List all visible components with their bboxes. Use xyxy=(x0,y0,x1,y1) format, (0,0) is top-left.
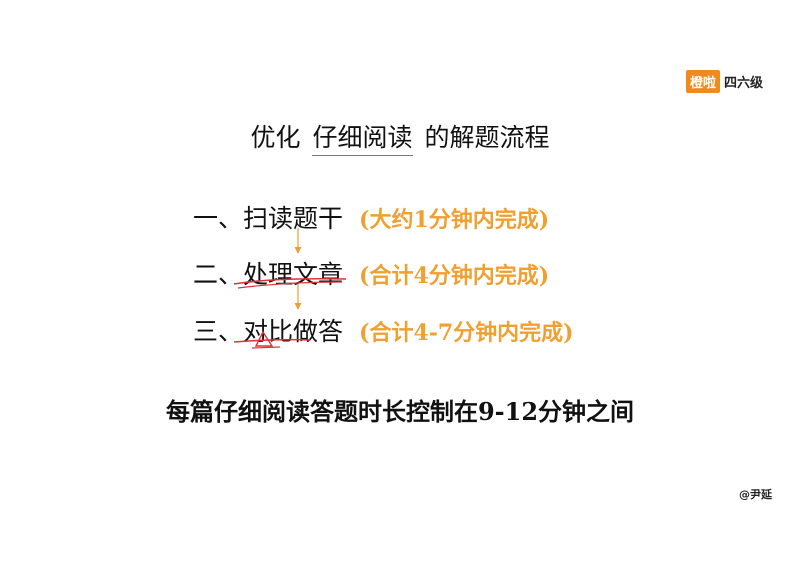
logo-badge: 橙啦 xyxy=(686,70,721,93)
author-watermark: @尹延 xyxy=(739,488,772,501)
step-time: (大约1分钟内完成) xyxy=(359,207,550,233)
step-scan-questions: 一、 扫读题干 (大约1分钟内完成) xyxy=(193,199,549,235)
red-triangle-scribble xyxy=(233,330,311,349)
step-number: 一、 xyxy=(193,204,244,233)
step-time: (合计4-7分钟内完成) xyxy=(359,320,574,346)
red-underline-scribble xyxy=(233,277,347,289)
brand-logo: 橙啦 四六级 xyxy=(686,70,763,93)
step-time: (合计4分钟内完成) xyxy=(359,263,550,289)
slide-title: 优化 仔细阅读 的解题流程 xyxy=(0,118,800,156)
step-process-article: 二、 处理文章 (合计4分钟内完成) xyxy=(193,255,549,291)
summary-text: 每篇仔细阅读答题时长控制在9-12分钟之间 xyxy=(165,397,635,426)
step-compare-answer: 三、 对比做答 (合计4-7分钟内完成) xyxy=(193,312,574,348)
title-suffix: 的解题流程 xyxy=(424,123,550,152)
title-prefix: 优化 xyxy=(250,123,301,152)
title-highlight: 仔细阅读 xyxy=(312,118,413,156)
logo-text: 四六级 xyxy=(724,76,764,91)
step-name: 处理文章 xyxy=(243,260,344,289)
down-arrow-icon xyxy=(294,284,302,310)
down-arrow-icon xyxy=(294,228,302,254)
step-name: 扫读题干 xyxy=(243,204,344,233)
